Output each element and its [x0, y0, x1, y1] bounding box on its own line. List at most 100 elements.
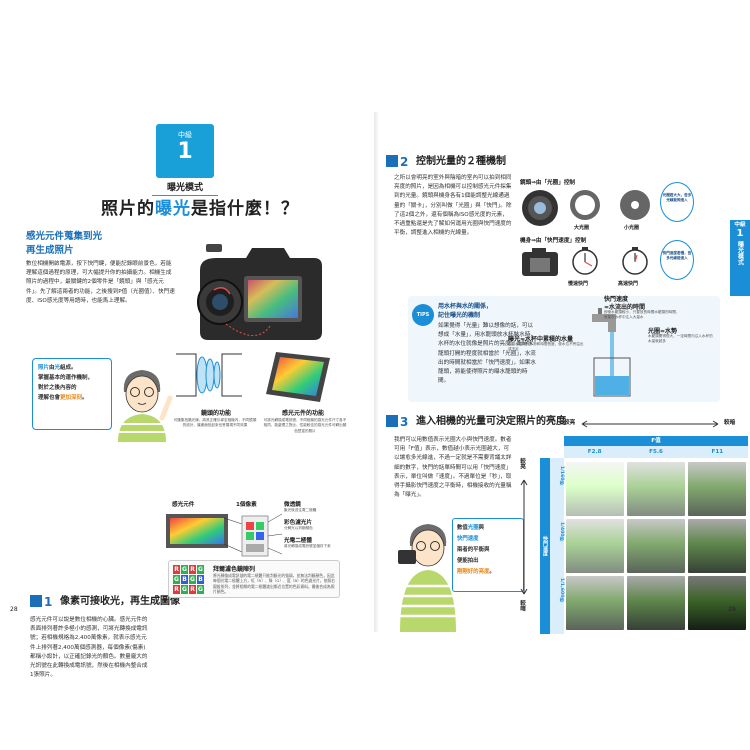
- row-label-3: 1/1,600秒: [559, 578, 564, 603]
- exposure-photo: [566, 519, 624, 573]
- svg-text:2: 2: [400, 155, 408, 167]
- exposure-photo: [688, 519, 746, 573]
- exposure-photo: [627, 576, 685, 630]
- step-1-text: 感光元件可以說是數位相機的心臟。感光元件的表面排列著許多極小的感測，可將光轉換成…: [30, 617, 148, 679]
- page-number-left: 28: [10, 606, 18, 613]
- row-label-1: 1/160秒: [559, 466, 564, 486]
- left-page: 中級 1 曝光模式 照片的曝光是指什麼！？ 感光元件蒐集到光 再生成照片 數位相…: [0, 112, 375, 678]
- bayer-cell: R: [189, 585, 196, 594]
- svg-text:1: 1: [44, 595, 52, 607]
- brightness-arrow-top: [581, 420, 719, 428]
- filter-desc: 分解光以判斷顏色: [284, 526, 313, 530]
- f-value-bar: F值: [564, 436, 748, 446]
- bubble-word-photo: 照片: [38, 365, 50, 371]
- bubble-line-1: 照片由光組成。: [38, 363, 106, 373]
- lens-caption: 鏡頭的功能: [200, 410, 231, 417]
- f-col-3: F11: [711, 449, 724, 455]
- svg-text:STEP: STEP: [388, 156, 397, 160]
- fast-shutter-icon: [622, 247, 648, 275]
- exposure-matrix: 較亮 較暗 F值 F2.8 F5.6 F11 較亮 較暗 快門速度 1/160秒…: [518, 414, 750, 634]
- bayer-title: 拜爾濾色鏡陣列: [213, 566, 256, 573]
- lens-description: 可匯集拍攝光線，將其正確引導至相機內，不同鏡頭的設計，讓畫面拍起來也會展現不同效…: [173, 418, 257, 428]
- tips-text: 如果覺得「光量」難以想像的話，可以想成「水量」，用水龍頭放水杯裝水時，水杯的水位…: [438, 323, 536, 385]
- lens-icon: [522, 190, 558, 226]
- water-volume-label: 曝光=水杯中累積的水量: [508, 336, 574, 343]
- svg-text:STEP: STEP: [388, 416, 397, 420]
- mechanism-diagram: 鏡頭⇒由「光圈」控制 大光圈 小光圈 光圈若大大，告多光線能夠進入 機身⇒由「快…: [520, 174, 746, 304]
- lens-mechanism-label: 鏡頭⇒由「光圈」控制: [520, 180, 576, 186]
- f-col-1: F2.8: [587, 449, 602, 455]
- bubble-word-period: 。: [82, 395, 88, 401]
- matrix-dark-top: 較暗: [724, 420, 736, 426]
- svg-text:STEP: STEP: [32, 596, 41, 600]
- bubble2-line-1: 數值光圈與: [457, 523, 519, 534]
- sensor-label: 感光元件: [172, 502, 195, 508]
- badge-number: 1: [177, 139, 193, 164]
- aperture-note: 光圈若大大，告多光線能夠進入: [660, 182, 694, 222]
- small-aperture-icon: [620, 190, 650, 220]
- bubble-word-compose: 組成。: [60, 365, 77, 371]
- camera-body-icon: [522, 248, 558, 276]
- matrix-dark-side: 較暗: [519, 600, 525, 612]
- bubble2-shutter: 快門速度: [457, 536, 479, 542]
- bubble-word-understanding: 理解也會: [38, 395, 61, 401]
- sensor-description: 可將光轉換成電訊號，不同相機的感光元件尺寸各不相同，能處理之對比，性能較佳的感光…: [263, 418, 347, 433]
- page-number-right: 29: [728, 606, 736, 613]
- sensor-illustration: [266, 352, 330, 402]
- side-index-tab: 中級 1 曝光模式: [730, 220, 750, 296]
- speech-bubble-2: 數值光圈與 快門速度 兩者的平衡與 便能拍出 剛剛好的亮度。: [452, 518, 524, 592]
- sensor-caption: 感光元件的功能: [281, 410, 324, 417]
- step-2-title: 控制光量的２種機制: [416, 156, 506, 167]
- exposure-photo: [566, 576, 624, 630]
- section-heading-line2: 再生成照片: [26, 245, 74, 256]
- title-post: 是指什麼！？: [191, 199, 299, 219]
- large-aperture-icon: [570, 190, 600, 220]
- tips-title: 用水杯與水的關係， 記住曝光的機制: [438, 302, 492, 320]
- svg-text:3: 3: [400, 415, 408, 427]
- bubble2-and: 與: [478, 525, 484, 531]
- bayer-cell: R: [189, 565, 196, 574]
- shutter-note: 快門速度若慢，告多光線能進入: [660, 240, 694, 280]
- bayer-cell: G: [189, 575, 196, 584]
- badge-subtitle: 曝光模式: [152, 180, 218, 196]
- exposure-photo: [627, 462, 685, 516]
- aperture-water-desc: 水龍頭開得很大，一定時間內注入水杯的水量就越多: [648, 334, 713, 344]
- bayer-cell: G: [197, 565, 204, 574]
- brightness-arrow-side: [520, 479, 528, 595]
- intro-text: 數位相機開啟電源，按下快門鍵，便能記錄眼前景色，若能理解這個過程的原理，可大幅提…: [26, 261, 175, 304]
- bubble2-proper-brightness: 剛剛好的亮度: [457, 569, 490, 575]
- book-spread: 中級 1 曝光模式 照片的曝光是指什麼！？ 感光元件蒐集到光 再生成照片 數位相…: [0, 112, 750, 678]
- side-tab-label: 曝光模式: [736, 241, 744, 265]
- faucet-label-2: =水流出的時間: [604, 304, 646, 311]
- one-pixel-label: 1個像素: [236, 502, 257, 508]
- book-gutter: [374, 112, 378, 632]
- bubble-word-by: 由: [49, 365, 55, 371]
- bubble2-period: 。: [489, 569, 495, 575]
- bayer-cell: B: [197, 575, 204, 584]
- section-heading: 感光元件蒐集到光 再生成照片: [26, 230, 102, 258]
- shutter-speed-rows: 1/160秒 1/400秒 1/1,600秒: [550, 458, 564, 634]
- aperture-water-label: 光圈=水勢: [648, 328, 678, 335]
- bayer-cell: R: [173, 565, 180, 574]
- side-tab-number: 1: [736, 228, 744, 239]
- person-illustration: [118, 370, 173, 442]
- large-aperture-label: 大光圈: [574, 225, 590, 231]
- faucet-cup-illustration: [592, 308, 631, 397]
- matrix-bright-side: 較亮: [519, 458, 525, 470]
- bubble2-value: 數值: [457, 525, 468, 531]
- slow-shutter-icon: [572, 247, 598, 275]
- camera-illustration: [197, 244, 322, 340]
- bubble-line-3: 對於之後內容的: [38, 385, 77, 391]
- water-volume-desc: 調整水龍頭的水勢和時間長度，使水位不會溢出或不足: [508, 342, 584, 352]
- bayer-cell: G: [181, 585, 188, 594]
- bayer-cell: B: [181, 575, 188, 584]
- filter-label: 彩色濾光片: [284, 520, 312, 526]
- lens-elements-illustration: [176, 353, 242, 397]
- pixel-structure-diagram: [166, 513, 283, 557]
